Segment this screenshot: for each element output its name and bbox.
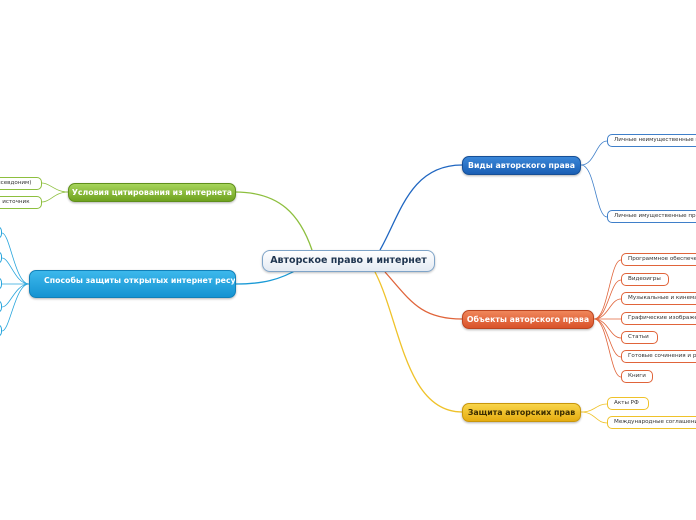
objects-item-essays[interactable]: Готовые сочинения и р [621,350,696,363]
branch-protection-methods[interactable]: Способы защиты открытых интернет ресурсо… [29,270,236,298]
protection-item-international[interactable]: Международные соглашени [607,416,696,429]
protection-item-rf-acts[interactable]: Акты РФ [607,397,649,410]
connector-objects [384,271,463,320]
objects-item-books[interactable]: Книги [621,370,653,383]
objects-item-graphics[interactable]: Графические изображен [621,312,696,325]
types-item-personal-property[interactable]: Личные имущественные пр [607,210,696,223]
objects-item-software[interactable]: Программное обеспече [621,253,696,266]
objects-item-music-film[interactable]: Музыкальные и кинема [621,292,696,305]
branch-copyright-types[interactable]: Виды авторского права [462,156,581,175]
objects-item-articles[interactable]: Статьи [621,331,658,344]
branch-citation-conditions[interactable]: Условия цитирования из интернета [68,183,236,202]
connector-types [379,164,463,251]
connector-citation [234,191,313,251]
objects-item-videogames[interactable]: Видеоигры [621,273,669,286]
types-item-personal-non-property[interactable]: Личные неимущественные п [607,134,696,147]
branch-copyright-protection[interactable]: Защита авторских прав [462,403,581,422]
connector-protection [374,271,463,413]
citation-item-pseudonym[interactable]: псевдоним) [0,177,42,190]
central-topic[interactable]: Авторское право и интернет [262,250,435,272]
branch-copyright-objects[interactable]: Объекты авторского права [462,310,594,329]
citation-item-source[interactable]: а источник [0,196,42,209]
